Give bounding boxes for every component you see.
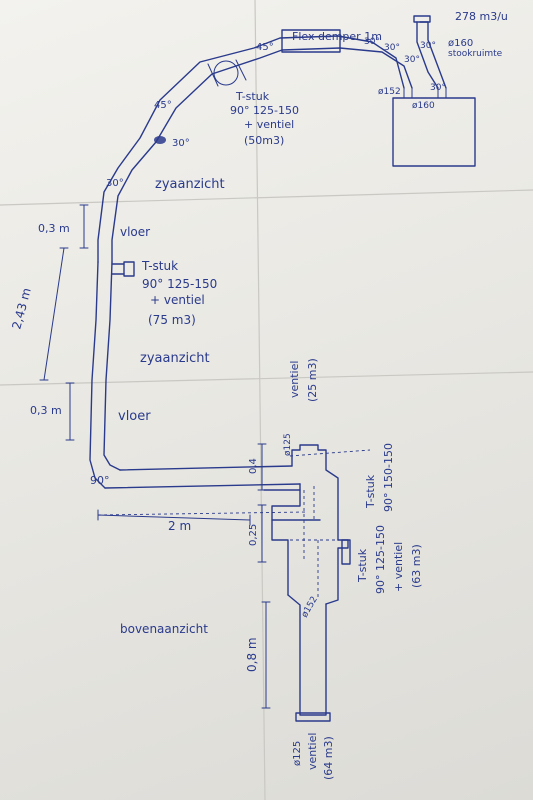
dim-0-3-top: 0,3 m: [38, 222, 70, 235]
valve-label: ventiel: [288, 361, 301, 398]
tee3-line2: 90° 125-150: [374, 525, 387, 594]
valve-flow: (25 m3): [306, 358, 319, 402]
top-tee-line4: (50m3): [244, 134, 284, 147]
flex-damper-label: Flex demper 1m: [292, 30, 382, 43]
floor-1: vloer: [120, 225, 150, 239]
right-tee-line1: T-stuk: [364, 474, 377, 509]
unit-port-left: ø152: [378, 87, 401, 97]
text-labels: 278 m3/u ø160 stookruimte ø152 ø160 45° …: [9, 10, 508, 780]
pipe-diameter: ø152: [300, 595, 320, 620]
bend-30-d: 30°: [404, 55, 420, 65]
lower-duct-run: [104, 444, 351, 722]
tee3-line4: (63 m3): [410, 544, 423, 588]
bend-30-low: 30°: [106, 178, 124, 189]
upper-duct-route: [97, 29, 413, 263]
bend-90: 90°: [90, 474, 110, 487]
bend-30-left: 30°: [172, 138, 190, 149]
bend-30-b: 30°: [384, 43, 400, 53]
dim-2-43: 2,43 m: [9, 286, 33, 330]
mid-tee-line4: (75 m3): [148, 313, 196, 327]
valve-diameter: ø125: [283, 433, 293, 456]
right-tee-line2: 90° 150-150: [382, 443, 395, 512]
end-diameter: ø125: [292, 741, 303, 766]
bend-30-a: 30°: [364, 37, 380, 47]
dim-2m: 2 m: [168, 519, 191, 533]
tee3-line3: + ventiel: [392, 542, 405, 592]
top-tee-line3: + ventiel: [244, 118, 294, 131]
end-flow: (64 m3): [322, 736, 335, 780]
floor-2: vloer: [118, 409, 151, 424]
bend-45-top: 45°: [256, 42, 274, 53]
side-view-2: zyaanzicht: [140, 351, 210, 366]
mid-tee-line3: + ventiel: [150, 293, 205, 307]
riser-duct: [89, 261, 135, 489]
dim-0-8: 0,8 m: [245, 637, 259, 672]
bend-45-left: 45°: [154, 100, 172, 111]
bend-30-e: 30°: [430, 83, 446, 93]
mid-tee-line2: 90° 125-150: [142, 277, 217, 291]
outlet-diameter: ø160: [448, 38, 473, 49]
top-tee-line1: T-stuk: [235, 90, 270, 103]
air-handling-unit: [392, 87, 476, 167]
end-label: ventiel: [306, 733, 319, 770]
top-view: bovenaanzicht: [120, 622, 208, 636]
dimension-lines: [39, 204, 371, 709]
dim-0-3-low: 0,3 m: [30, 404, 62, 417]
dim-0-25: 0,25: [248, 524, 259, 546]
dim-0-4: 0,4: [248, 458, 259, 474]
tee3-line1: T-stuk: [356, 548, 369, 583]
flow-total: 278 m3/u: [455, 10, 508, 23]
bend-30-c: 30°: [420, 41, 436, 51]
unit-port-right: ø160: [412, 101, 435, 111]
outlet-duct: [413, 15, 447, 89]
mid-tee-line1: T-stuk: [141, 259, 178, 273]
side-view-1: zyaanzicht: [155, 177, 225, 192]
outlet-label: stookruimte: [448, 49, 503, 59]
top-tee-line2: 90° 125-150: [230, 104, 299, 117]
